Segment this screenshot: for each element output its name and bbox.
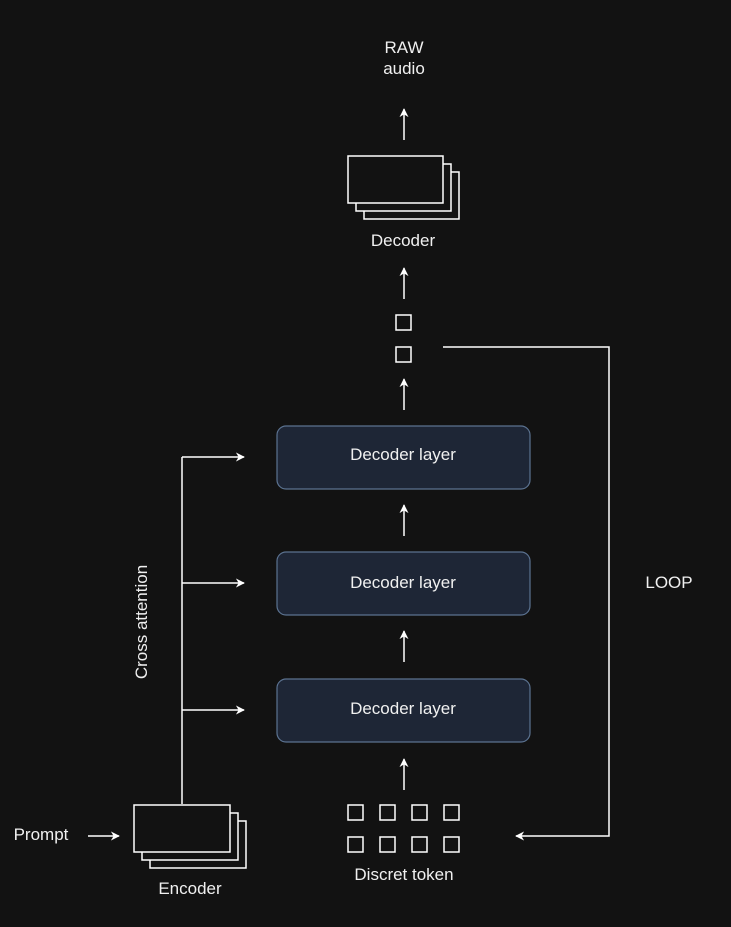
- discrete-token: [347, 836, 364, 853]
- discrete-token-label: Discret token: [354, 865, 453, 884]
- output-label-line2: audio: [383, 59, 425, 78]
- decoder-layer-label: Decoder layer: [350, 573, 456, 592]
- decoder-layer-3: Decoder layer: [276, 425, 531, 490]
- discrete-token: [347, 804, 364, 821]
- encoder-label: Encoder: [158, 879, 222, 898]
- output-label-line1: RAW: [384, 38, 423, 57]
- loop-label: LOOP: [645, 573, 692, 592]
- decoder-label: Decoder: [371, 231, 436, 250]
- decoder-stack-icon: [347, 155, 460, 220]
- cross-attention-label: Cross attention: [132, 565, 151, 679]
- discrete-token: [411, 836, 428, 853]
- discrete-token: [379, 836, 396, 853]
- encoder-stack-icon: [133, 804, 247, 869]
- decoder-layer-2: Decoder layer: [276, 551, 531, 616]
- discrete-token: [411, 804, 428, 821]
- discrete-token: [379, 804, 396, 821]
- prompt-label: Prompt: [14, 825, 69, 844]
- output-token: [395, 346, 412, 363]
- output-token: [395, 314, 412, 331]
- decoder-layer-label: Decoder layer: [350, 699, 456, 718]
- loop-connector: [443, 346, 610, 841]
- discrete-token: [443, 836, 460, 853]
- discrete-token: [443, 804, 460, 821]
- decoder-layer-1: Decoder layer: [276, 678, 531, 743]
- decoder-layer-label: Decoder layer: [350, 445, 456, 464]
- discrete-token-grid: [347, 804, 460, 853]
